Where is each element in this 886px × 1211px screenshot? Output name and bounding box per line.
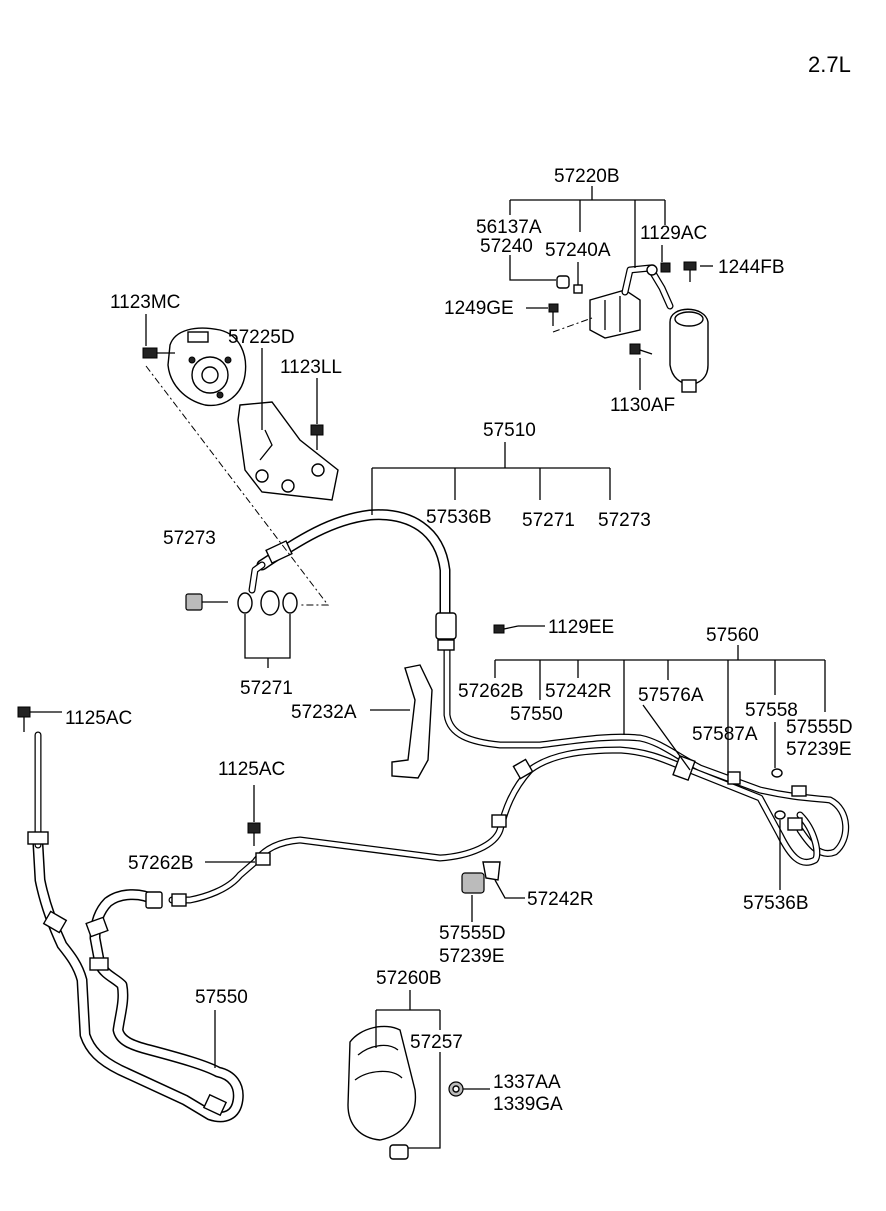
label-57239E-top: 57239E — [786, 739, 852, 760]
heat-shield — [347, 1025, 464, 1160]
label-1123LL: 1123LL — [280, 357, 342, 378]
leader-lines — [30, 186, 826, 1149]
label-57576A: 57576A — [638, 685, 704, 706]
label-57262B-top: 57262B — [458, 681, 524, 702]
label-57558: 57558 — [745, 700, 798, 721]
label-57273-top: 57273 — [598, 510, 651, 531]
label-57242R-top: 57242R — [545, 681, 612, 702]
label-57220B: 57220B — [554, 166, 620, 187]
engine-variant-label: 2.7L — [808, 52, 851, 77]
label-57260B: 57260B — [376, 968, 442, 989]
label-1249GE: 1249GE — [444, 298, 514, 319]
label-57555D-top: 57555D — [786, 717, 853, 738]
part-labels: 2.7L 57220B 56137A 57240 57240A 1129AC 1… — [65, 52, 853, 1115]
pump-bracket — [237, 401, 339, 501]
label-57225D: 57225D — [228, 327, 295, 348]
label-57560: 57560 — [706, 625, 759, 646]
label-57536B-right: 57536B — [743, 893, 809, 914]
label-56137A: 56137A — [476, 217, 542, 238]
label-57240: 57240 — [480, 236, 533, 257]
label-57555D-mid: 57555D — [439, 923, 506, 944]
label-1125AC-mid: 1125AC — [218, 759, 285, 780]
label-57510: 57510 — [483, 420, 536, 441]
label-57257: 57257 — [410, 1032, 463, 1053]
reservoir-assembly — [556, 264, 709, 393]
power-steering-pump — [167, 327, 247, 407]
label-57271-left: 57271 — [240, 678, 293, 699]
label-57242R-mid: 57242R — [527, 889, 594, 910]
label-1339GA: 1339GA — [493, 1094, 563, 1115]
label-1129AC: 1129AC — [640, 223, 707, 244]
label-57239E-mid: 57239E — [439, 946, 505, 967]
label-57550-top: 57550 — [510, 704, 563, 725]
label-57271-top: 57271 — [522, 510, 575, 531]
hose-fittings — [27, 540, 807, 1117]
label-57273-left: 57273 — [163, 528, 216, 549]
label-57240A: 57240A — [545, 240, 611, 261]
label-57587A: 57587A — [692, 724, 758, 745]
label-57262B-mid: 57262B — [128, 853, 194, 874]
label-57232A: 57232A — [291, 702, 357, 723]
support-bracket — [391, 664, 433, 779]
label-1123MC: 1123MC — [110, 292, 180, 313]
label-1125AC-top: 1125AC — [65, 708, 132, 729]
label-57550-bottom: 57550 — [195, 987, 248, 1008]
label-1130AF: 1130AF — [610, 395, 675, 416]
bolts — [17, 261, 697, 846]
label-1129EE: 1129EE — [548, 617, 614, 638]
label-57536B-top: 57536B — [426, 507, 492, 528]
label-1244FB: 1244FB — [718, 257, 785, 278]
hose-lines — [32, 509, 850, 1123]
label-1337AA: 1337AA — [493, 1072, 561, 1093]
